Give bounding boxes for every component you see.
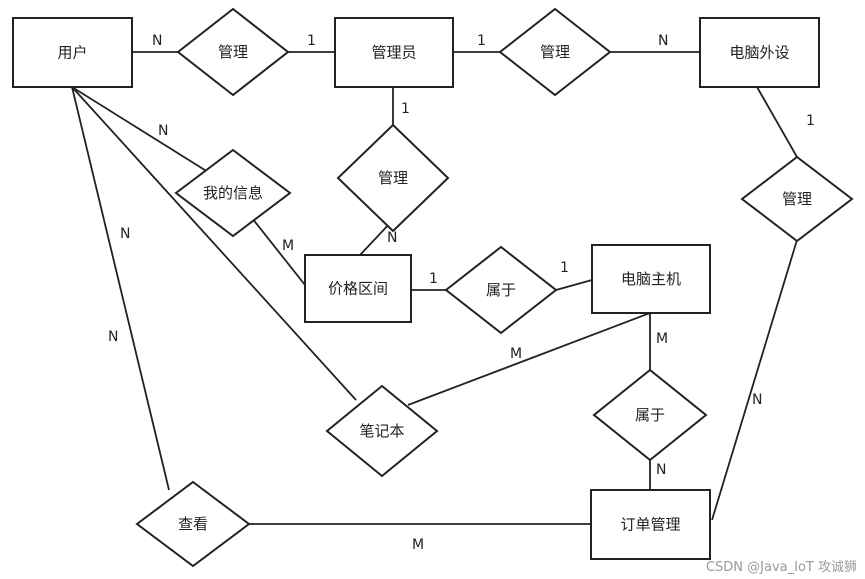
- rel-manage-peripheral-label: 管理: [540, 43, 570, 61]
- card-host-belongs: 1: [560, 260, 569, 276]
- card-user-view-lower: N: [108, 329, 118, 345]
- line-user-notebook: [71, 86, 357, 401]
- entity-peripheral-label: 电脑外设: [729, 44, 789, 62]
- rel-manage-price: 管理: [336, 123, 450, 233]
- line-user-myinfo: [71, 86, 209, 173]
- rel-my-info: 我的信息: [174, 148, 292, 238]
- entity-user: 用户: [12, 17, 133, 88]
- card-user-view-left: N: [120, 226, 130, 242]
- rel-notebook: 笔记本: [325, 384, 439, 478]
- entity-admin-label: 管理员: [371, 44, 416, 62]
- entity-price-range: 价格区间: [304, 254, 412, 323]
- card-peripheral-manage: N: [658, 33, 668, 49]
- rel-belongs-price: 属于: [444, 245, 558, 335]
- card-order-belongs: N: [656, 462, 666, 478]
- line-myinfo-price: [251, 217, 306, 286]
- rel-manage-price-label: 管理: [378, 169, 408, 187]
- line-belongs-host: [555, 279, 593, 291]
- rel-my-info-label: 我的信息: [203, 184, 263, 202]
- card-peripheral-manage-order: 1: [806, 113, 815, 129]
- card-admin-manage-price: 1: [401, 101, 410, 117]
- entity-order-management-label: 订单管理: [620, 516, 680, 534]
- entity-host: 电脑主机: [591, 244, 711, 314]
- line-host-notebook: [407, 312, 651, 406]
- card-host-notebook: M: [510, 346, 522, 362]
- cardinality-labels: N 1 1 N 1 N 1 N N M N N 1 1 M M N M: [108, 33, 815, 553]
- rel-manage-order: 管理: [740, 155, 854, 243]
- rel-manage-user-label: 管理: [218, 43, 248, 61]
- card-user-myinfo: N: [158, 123, 168, 139]
- relationships: 管理 管理 管理 管理 我的信息 属于 属于 笔记本: [135, 7, 854, 568]
- rel-view-label: 查看: [178, 515, 208, 533]
- watermark: CSDN @Java_IoT 攻诚狮: [705, 560, 857, 575]
- entity-admin: 管理员: [334, 17, 454, 88]
- entity-host-label: 电脑主机: [621, 270, 681, 288]
- rel-belongs-order-label: 属于: [635, 406, 665, 424]
- rel-belongs-price-label: 属于: [486, 281, 516, 299]
- line-user-view: [71, 86, 170, 491]
- entity-order-management: 订单管理: [590, 489, 711, 560]
- card-admin-manage-peripheral: 1: [477, 33, 486, 49]
- rel-manage-user: 管理: [176, 7, 290, 97]
- entity-user-label: 用户: [57, 44, 87, 62]
- line-manage4-order: [711, 239, 798, 521]
- card-price-manage: N: [387, 230, 397, 246]
- card-order-manage: N: [752, 392, 762, 408]
- entity-price-range-label: 价格区间: [328, 280, 388, 298]
- card-admin-manage-user: 1: [307, 33, 316, 49]
- card-host-belongs-order: M: [656, 331, 668, 347]
- card-price-myinfo: M: [282, 238, 294, 254]
- entity-peripheral: 电脑外设: [699, 17, 820, 88]
- card-price-belongs: 1: [429, 271, 438, 287]
- rel-manage-order-label: 管理: [782, 190, 812, 208]
- line-peripheral-manage4: [756, 86, 798, 158]
- entities: 用户 管理员 电脑外设 价格区间 电脑主机 订单管理: [12, 17, 820, 560]
- card-user-manage: N: [152, 33, 162, 49]
- rel-notebook-label: 笔记本: [359, 422, 404, 440]
- rel-belongs-order: 属于: [592, 368, 708, 462]
- card-view-order: M: [412, 537, 424, 553]
- rel-view: 查看: [135, 480, 251, 568]
- rel-manage-peripheral: 管理: [498, 7, 612, 97]
